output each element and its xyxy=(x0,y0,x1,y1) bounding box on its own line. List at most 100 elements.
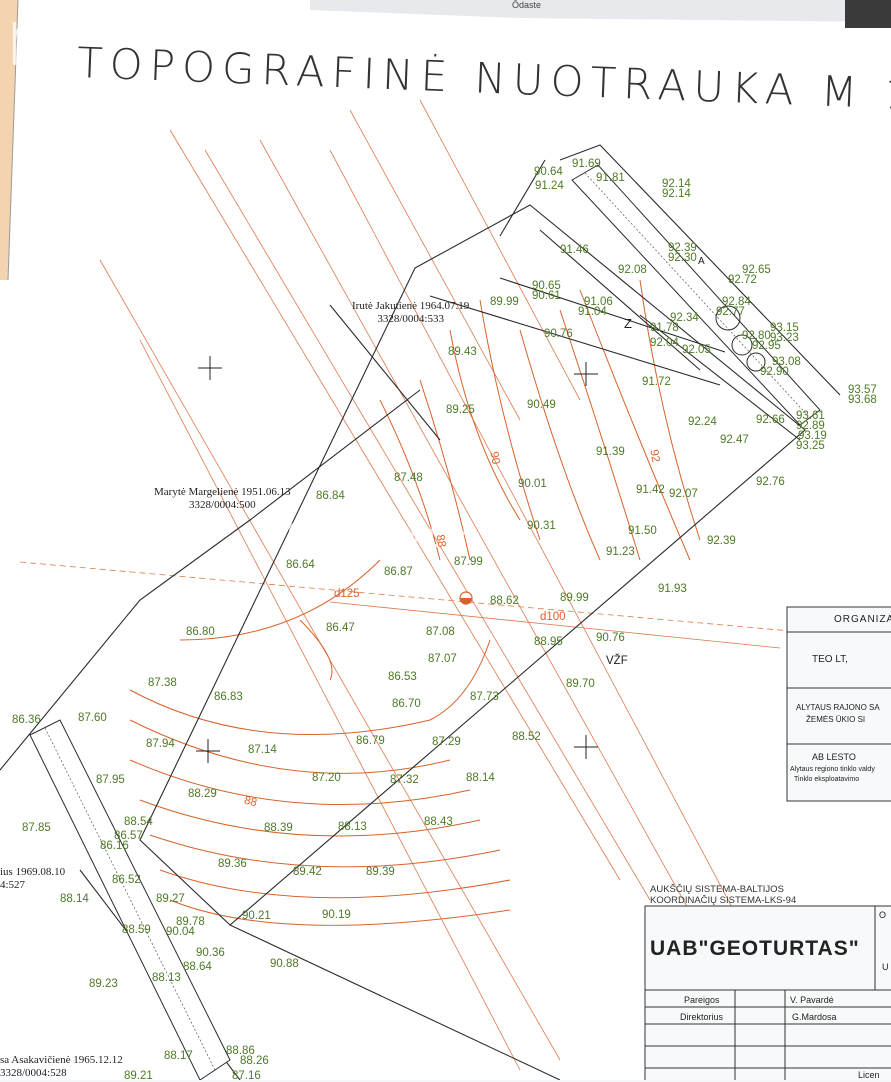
title-block-cell: U xyxy=(882,962,889,972)
elevation-label: 87.38 xyxy=(148,677,177,689)
elevation-label: 92.34 xyxy=(670,312,699,324)
elevation-label: 93.19 xyxy=(798,430,827,442)
elevation-label: 92.24 xyxy=(688,416,717,428)
elevation-label: 90.65 xyxy=(532,280,561,292)
elevation-label: 92.72 xyxy=(728,274,757,286)
elevation-label: 86.87 xyxy=(384,566,413,578)
elevation-label: 91.50 xyxy=(628,525,657,537)
elevation-label: 87.48 xyxy=(394,472,423,484)
elevation-label: 89.99 xyxy=(560,592,589,604)
elevation-label: 88.86 xyxy=(226,1045,255,1057)
elevation-label: 92.05 xyxy=(682,344,711,356)
org-row: AB LESTO xyxy=(812,752,856,762)
elevation-label: 86.79 xyxy=(356,735,385,747)
elevation-label: 91.23 xyxy=(606,546,635,558)
elevation-label: 86.80 xyxy=(186,626,215,638)
elevation-label: 93.23 xyxy=(770,332,799,344)
elevation-label: 86.47 xyxy=(326,622,355,634)
org-row: Alytaus regiono tinklo valdy xyxy=(790,766,875,773)
tag-label: VŽF xyxy=(606,655,628,667)
top-corner-text: Ōdaste xyxy=(512,0,542,10)
elevation-label: 92.80 xyxy=(742,330,771,342)
elevation-label: 92.77 xyxy=(716,306,745,318)
elevation-label: 89.25 xyxy=(446,404,475,416)
elevation-label: 87.32 xyxy=(390,774,419,786)
elevation-label: 91.81 xyxy=(596,172,625,184)
elevation-label: 86.70 xyxy=(392,698,421,710)
title-block-cell: V. Pavardė xyxy=(790,995,834,1005)
elevation-label: 91.06 xyxy=(584,296,613,308)
elevation-label: 86.84 xyxy=(316,490,345,502)
elevation-label: 86.64 xyxy=(286,559,315,571)
elevation-label: 87.73 xyxy=(470,691,499,703)
title-block-cell: Pareigos xyxy=(684,995,720,1005)
system-info: AUKŠČIŲ SISTEMA-BALTIJOS KOORDINAČIŲ SIS… xyxy=(650,884,797,906)
elevation-label: 87.14 xyxy=(248,744,277,756)
elevation-label: 93.25 xyxy=(796,440,825,452)
elevation-label: 86.83 xyxy=(214,691,243,703)
elevation-label: 89.42 xyxy=(293,866,322,878)
elevation-label: 91.78 xyxy=(650,322,679,334)
elevation-label: 92.39 xyxy=(707,535,736,547)
elevation-label: 92.95 xyxy=(752,340,781,352)
elevation-label: 88.29 xyxy=(188,788,217,800)
elevation-label: 90.01 xyxy=(518,478,547,490)
elevation-label: 90.76 xyxy=(596,632,625,644)
org-row: ŽEMĖS ŪKIO SI xyxy=(806,715,866,724)
elevation-label: 92.39 xyxy=(668,242,697,254)
elevation-label: 90.21 xyxy=(242,910,271,922)
elevation-label: 88.26 xyxy=(240,1055,269,1067)
elevation-label: 91.69 xyxy=(572,158,601,170)
elevation-label: 92.47 xyxy=(720,434,749,446)
elevation-label: 91.46 xyxy=(560,244,589,256)
elevation-label: 86.16 xyxy=(100,840,129,852)
elevation-label: 88.64 xyxy=(183,961,212,973)
elevation-label: 89.70 xyxy=(566,678,595,690)
elevation-label: 92.76 xyxy=(756,476,785,488)
elevation-label: 92.89 xyxy=(796,420,825,432)
elevation-label: 90.31 xyxy=(527,520,556,532)
elevation-label: 93.57 xyxy=(848,384,877,396)
org-row: Tinklo eksploatavimo xyxy=(794,776,860,783)
elevation-label: 92.84 xyxy=(722,296,751,308)
elevation-label: 90.76 xyxy=(544,328,573,340)
elevation-label: 90.61 xyxy=(532,290,561,302)
elevation-label: 88.52 xyxy=(512,731,541,743)
title-block-cell: G.Mardosa xyxy=(792,1012,837,1022)
elevation-label: 90.49 xyxy=(527,399,556,411)
elevation-label: 87.94 xyxy=(146,738,175,750)
elevation-label: 91.42 xyxy=(636,484,665,496)
elevation-label: 93.68 xyxy=(848,394,877,406)
elevation-label: 88.13 xyxy=(338,821,367,833)
tag-label: Z xyxy=(624,316,632,331)
elevation-label: 87.99 xyxy=(454,556,483,568)
elevation-label: 88.17 xyxy=(164,1050,193,1062)
elevation-label: 91.72 xyxy=(642,376,671,388)
elevation-label: 86.36 xyxy=(12,714,41,726)
elevation-label: 87.08 xyxy=(426,626,455,638)
elevation-label: 92.08 xyxy=(618,264,647,276)
org-row: TEO LT, xyxy=(812,654,848,665)
tag-label: A xyxy=(698,256,705,267)
elevation-label: 88.14 xyxy=(466,772,495,784)
company-name: UAB"GEOTURTAS" xyxy=(650,937,860,960)
contour-label: 92 xyxy=(647,448,662,464)
elevation-label: 89.43 xyxy=(448,346,477,358)
title-block-cell: O xyxy=(879,910,887,920)
elevation-label: 87.60 xyxy=(78,712,107,724)
elevation-label: 87.85 xyxy=(22,822,51,834)
elevation-label: 89.99 xyxy=(490,296,519,308)
contour-label: 88 xyxy=(433,533,448,549)
elevation-label: 86.52 xyxy=(112,874,141,886)
elevation-label: 90.19 xyxy=(322,909,351,921)
elevation-label: 89.36 xyxy=(218,858,247,870)
elevation-label: 88.13 xyxy=(152,972,181,984)
elevation-label: 86.57 xyxy=(114,830,143,842)
elevation-label: 88.39 xyxy=(264,822,293,834)
elevation-label: 92.65 xyxy=(742,264,771,276)
elevation-label: 92.14 xyxy=(662,178,691,190)
